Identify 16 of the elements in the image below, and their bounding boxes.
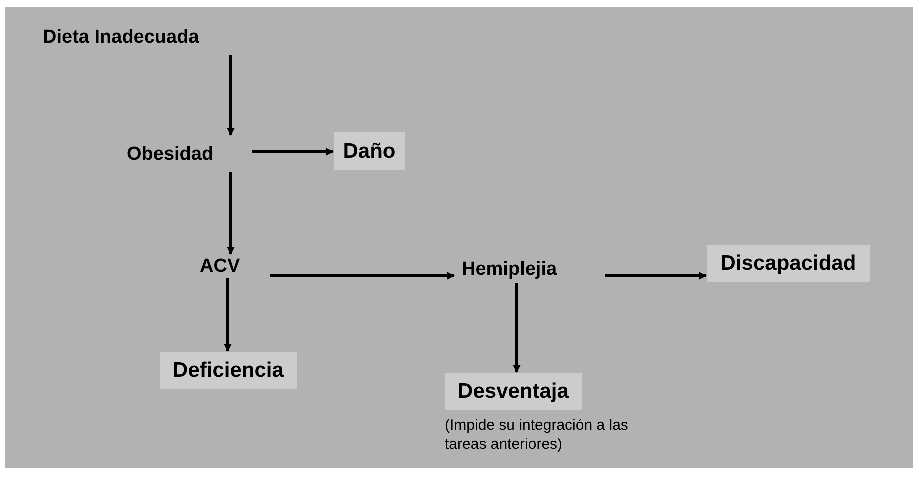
arrow <box>270 272 455 280</box>
arrow <box>605 272 707 280</box>
highlighted-box: Desventaja <box>445 373 582 410</box>
highlighted-box: Daño <box>334 132 405 170</box>
note-text: (Impide su integración a las tareas anteriores) <box>445 416 630 454</box>
arrow <box>252 148 334 156</box>
node-label: Hemiplejia <box>455 255 605 283</box>
arrow <box>227 172 235 255</box>
node-label: ACV <box>195 255 270 278</box>
node-label: Obesidad <box>120 136 252 172</box>
highlighted-box: Discapacidad <box>707 245 870 282</box>
arrow <box>513 283 521 373</box>
arrow <box>227 55 235 136</box>
arrow <box>224 278 232 352</box>
node-label: Dieta Inadecuada <box>40 20 240 55</box>
highlighted-box: Deficiencia <box>160 352 297 389</box>
